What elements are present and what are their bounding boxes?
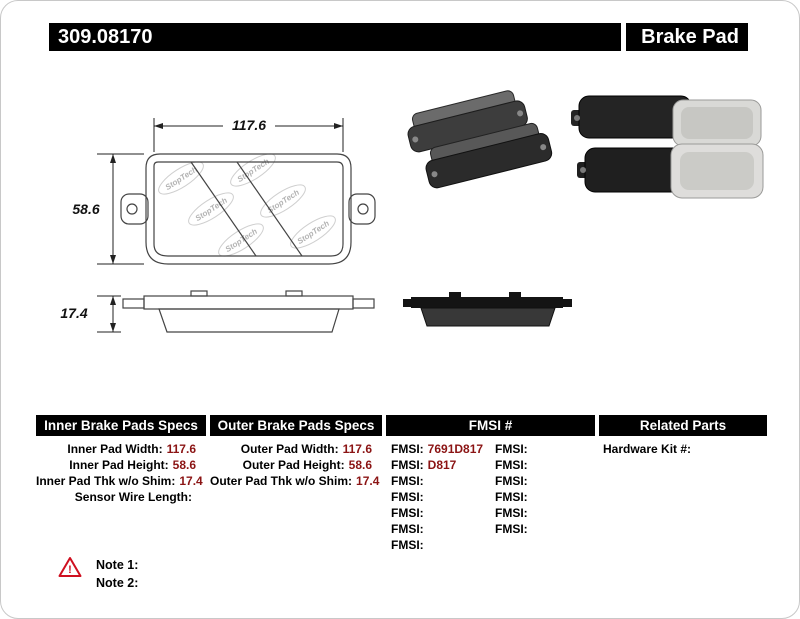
pad-front-view [120, 153, 376, 265]
product-title: Brake Pad [641, 26, 739, 48]
photo-pads-back [571, 95, 764, 199]
spec-row: FMSI: [391, 522, 424, 536]
spec-row: FMSI: [495, 490, 528, 504]
spec-row: FMSI: [391, 506, 424, 520]
spec-row: Outer Pad Thk w/o Shim:17.4 [210, 474, 380, 488]
spec-row: Inner Pad Width:117.6 [67, 442, 196, 456]
outer-specs-header: Outer Brake Pads Specs [210, 415, 382, 436]
spec-row: FMSI: [495, 522, 528, 536]
fmsi-left-column: FMSI:7691D817 FMSI:D817 FMSI: FMSI: FMSI… [391, 441, 491, 553]
spec-row: FMSI: [391, 538, 424, 552]
spec-row: Hardware Kit #: [603, 442, 692, 456]
note-2: Note 2: [96, 576, 139, 590]
height-dim-label: 58.6 [72, 201, 99, 217]
spec-row: FMSI: [495, 442, 528, 456]
related-parts-rows: Hardware Kit #: [603, 441, 763, 457]
part-number-bar: 309.08170 [49, 23, 621, 51]
inner-specs-header: Inner Brake Pads Specs [36, 415, 206, 436]
fmsi-header: FMSI # [386, 415, 595, 436]
svg-text:!: ! [68, 564, 72, 576]
thickness-dim-label: 17.4 [60, 305, 87, 321]
spec-row: Sensor Wire Length: [74, 490, 192, 504]
height-dimension [97, 153, 144, 265]
outer-specs-rows: Outer Pad Width:117.6 Outer Pad Height:5… [210, 441, 380, 489]
width-dim-label: 117.6 [232, 117, 266, 133]
stoptech-watermarks: StopTech StopTech StopTech StopTech Stop… [158, 153, 336, 257]
part-number: 309.08170 [58, 26, 153, 48]
spec-row: Outer Pad Width:117.6 [240, 442, 372, 456]
pad-side-view [122, 290, 375, 333]
fmsi-right-column: FMSI: FMSI: FMSI: FMSI: FMSI: FMSI: [495, 441, 590, 537]
spec-row: FMSI: [391, 474, 424, 488]
warning-icon: ! [58, 557, 82, 577]
inner-specs-rows: Inner Pad Width:117.6 Inner Pad Height:5… [36, 441, 203, 505]
spec-row: FMSI:D817 [391, 458, 457, 472]
spec-row: FMSI:7691D817 [391, 442, 484, 456]
related-parts-header: Related Parts [599, 415, 767, 436]
spec-row: Inner Pad Height:58.6 [69, 458, 196, 472]
thickness-dimension [97, 295, 121, 333]
spec-row: FMSI: [495, 458, 528, 472]
spec-row: Outer Pad Height:58.6 [242, 458, 372, 472]
product-title-bar: Brake Pad [626, 23, 748, 51]
spec-row: FMSI: [391, 490, 424, 504]
spec-row: FMSI: [495, 474, 528, 488]
photo-pads-angled [407, 90, 553, 189]
spec-row: Inner Pad Thk w/o Shim:17.4 [36, 474, 203, 488]
photo-pad-side [403, 292, 572, 327]
spec-row: FMSI: [495, 506, 528, 520]
technical-drawing: StopTech StopTech StopTech StopTech Stop… [53, 117, 376, 333]
note-1: Note 1: [96, 558, 139, 572]
